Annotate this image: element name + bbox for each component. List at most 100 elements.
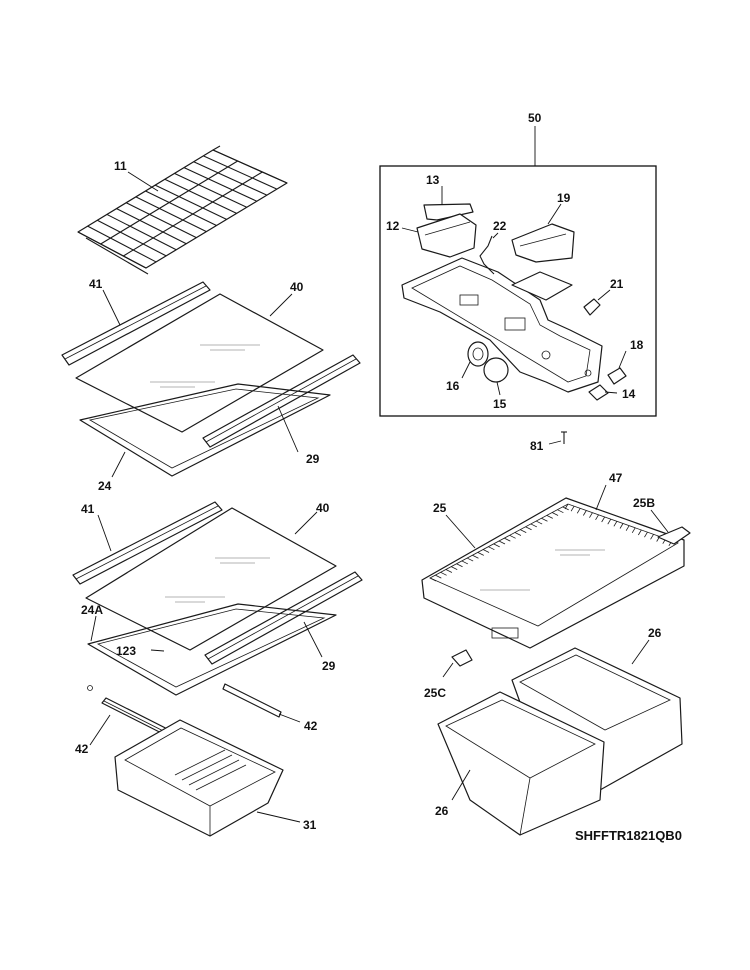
cover-vent-slot xyxy=(488,546,495,551)
lamp-socket xyxy=(467,341,489,367)
label-29-lower: 29 xyxy=(322,659,336,673)
label-25C: 25C xyxy=(424,686,446,700)
wire-rung xyxy=(164,178,237,214)
wire-rung xyxy=(106,213,177,251)
cover-vent-slot xyxy=(445,569,453,573)
label-24A: 24A xyxy=(81,603,103,617)
cover-vent-slot xyxy=(530,523,538,528)
cover-vent-slot xyxy=(498,540,506,545)
label-81: 81 xyxy=(530,439,544,453)
wire-rung xyxy=(125,202,197,239)
label-15: 15 xyxy=(493,397,507,411)
clip-21 xyxy=(583,298,601,316)
shelf-frame-upper xyxy=(79,383,331,477)
crisper-drawer-left xyxy=(114,719,284,837)
label-41-lower: 41 xyxy=(81,502,95,516)
cover-vent-slot xyxy=(619,523,624,529)
cover-vent-slot xyxy=(631,527,636,534)
label-26-front: 26 xyxy=(435,804,449,818)
cover-vent-slot xyxy=(493,543,500,548)
screw-81 xyxy=(561,431,567,444)
wire-rung xyxy=(212,149,288,184)
cover-support-left xyxy=(451,649,473,667)
label-22: 22 xyxy=(493,219,507,233)
shelf-trim-front-upper xyxy=(61,281,211,366)
control-board xyxy=(511,271,573,301)
label-42-right: 42 xyxy=(304,719,318,733)
label-50: 50 xyxy=(528,111,542,125)
wire-rung xyxy=(145,190,217,226)
cover-vent-slot xyxy=(589,512,593,518)
wire-crossbar xyxy=(123,171,263,257)
light-bulb xyxy=(483,357,509,383)
label-18: 18 xyxy=(630,338,644,352)
wire-rung xyxy=(116,208,187,245)
label-40-upper: 40 xyxy=(290,280,304,294)
glass-shelf-lower xyxy=(85,507,337,651)
cover-vent-slot xyxy=(637,529,642,536)
cover-vent-slot xyxy=(429,577,437,582)
label-40-lower: 40 xyxy=(316,501,330,515)
light-housing xyxy=(416,213,477,258)
cover-vent-slot xyxy=(440,571,447,576)
cover-vent-slot xyxy=(564,503,569,510)
cover-vent-slot xyxy=(551,512,559,516)
cover-vent-slot xyxy=(546,515,553,519)
label-13: 13 xyxy=(426,173,440,187)
wire-rung xyxy=(87,225,157,263)
cover-vent-slot xyxy=(625,525,630,531)
label-26-back: 26 xyxy=(648,626,662,640)
cover-vent-slot xyxy=(541,517,548,522)
cover-vent-slot xyxy=(472,554,479,559)
cover-vent-slot xyxy=(477,552,484,556)
cover-vent-slot xyxy=(595,514,599,521)
cover-vent-slot xyxy=(557,509,564,514)
label-47: 47 xyxy=(609,471,623,485)
shelf-trim-side-upper xyxy=(202,354,361,448)
cover-vent-slot xyxy=(504,537,511,542)
label-42-left: 42 xyxy=(75,742,89,756)
cover-vent-slot xyxy=(601,516,606,523)
label-41-upper: 41 xyxy=(89,277,103,291)
label-25B: 25B xyxy=(633,496,655,510)
label-123: 123 xyxy=(116,644,136,658)
label-24: 24 xyxy=(98,479,112,493)
shelf-trim-side-lower xyxy=(204,571,363,665)
label-19: 19 xyxy=(557,191,571,205)
cover-vent-slot xyxy=(582,510,587,516)
cover-vent-slot xyxy=(466,557,474,562)
cover-vent-slot xyxy=(482,549,490,553)
label-25: 25 xyxy=(433,501,447,515)
wire-rung xyxy=(135,196,207,233)
wire-rung xyxy=(77,231,147,269)
label-31: 31 xyxy=(303,818,317,832)
part-labels: 11 41 40 29 24 41 40 24A 123 29 42 42 31… xyxy=(75,111,682,843)
label-16: 16 xyxy=(446,379,460,393)
shelf-frame-lower xyxy=(87,603,337,696)
cover-vent-slot xyxy=(576,508,581,514)
drawer-slide-rail-right xyxy=(222,683,282,718)
crisper-drawer-right-front xyxy=(437,691,605,836)
cover-vent-slot xyxy=(570,505,575,512)
wire-harness xyxy=(479,235,495,275)
wire-rung xyxy=(97,219,167,257)
glass-shelf-upper xyxy=(75,293,324,433)
damper-control xyxy=(511,223,575,263)
cover-vent-slot xyxy=(514,532,522,536)
switch-18 xyxy=(607,367,627,385)
label-14: 14 xyxy=(622,387,636,401)
cover-vent-slot xyxy=(456,563,463,568)
cover-vent-slot xyxy=(520,529,527,533)
shelf-trim-front-lower xyxy=(72,501,223,585)
cover-vent-slot xyxy=(525,526,532,531)
cover-support-right xyxy=(657,526,691,545)
cover-vent-slot xyxy=(644,531,648,538)
wire-shelf xyxy=(77,145,288,275)
wire-rung xyxy=(203,155,278,190)
label-11: 11 xyxy=(114,159,127,173)
cover-vent-slot xyxy=(435,574,442,579)
wire-rung xyxy=(193,161,268,196)
label-29-upper: 29 xyxy=(306,452,320,466)
wire-crossbar xyxy=(100,160,238,245)
